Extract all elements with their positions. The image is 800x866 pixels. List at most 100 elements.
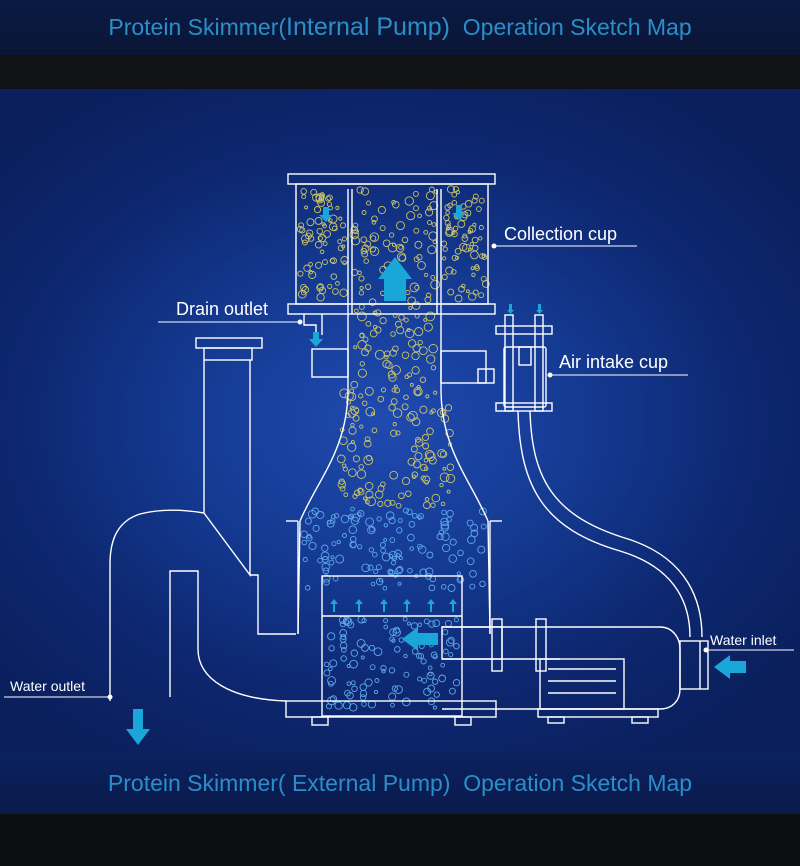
bubble (403, 394, 409, 400)
bubble (382, 239, 391, 247)
bubble (427, 245, 437, 255)
bubble (416, 652, 422, 659)
bubble (359, 689, 368, 698)
bubble (338, 216, 343, 221)
bubble (383, 624, 389, 630)
bubble (419, 376, 427, 383)
air-intake-cup-shape (495, 314, 553, 412)
bubble (380, 665, 387, 672)
bubble (343, 616, 351, 625)
bubble (395, 430, 401, 436)
bubble (408, 305, 413, 311)
bubble (430, 408, 436, 414)
bubble (356, 638, 366, 648)
bubble (441, 532, 450, 541)
bubble (438, 529, 445, 536)
bubble (374, 326, 382, 334)
bubble (448, 687, 456, 695)
bubble (367, 700, 377, 709)
bubble (360, 236, 368, 244)
bubble (405, 289, 411, 296)
bubble (440, 240, 448, 247)
bubble (426, 219, 433, 226)
bubble (405, 328, 415, 339)
bubble (361, 250, 369, 258)
bubble (423, 317, 428, 322)
bubble (396, 252, 407, 262)
bubble (323, 579, 330, 586)
bubble (357, 368, 367, 378)
bubble (382, 359, 391, 369)
bubble (388, 373, 397, 382)
bubble (340, 646, 347, 653)
bubble (371, 215, 378, 223)
bubble (433, 390, 438, 395)
bubble (330, 257, 337, 265)
bubble (454, 247, 462, 255)
bubble (371, 427, 378, 434)
bubble (350, 680, 356, 686)
bubble (308, 261, 313, 267)
bubble (471, 272, 476, 277)
bubble (394, 387, 401, 394)
bubble (411, 366, 420, 375)
bubble (310, 188, 318, 196)
bubble (388, 232, 395, 238)
bubble (349, 659, 358, 669)
bubble (470, 523, 479, 532)
bubble (374, 309, 382, 317)
bubble (394, 646, 401, 653)
bubble (389, 537, 396, 543)
bubble (362, 336, 369, 343)
bubble (413, 256, 420, 263)
bubble (377, 500, 384, 507)
bubble (383, 523, 388, 528)
bubble (341, 463, 347, 468)
bubble (364, 386, 374, 396)
bubble (432, 619, 441, 628)
bubble (377, 485, 385, 493)
bubble (377, 395, 385, 403)
bubble (342, 533, 347, 538)
bubble (350, 649, 358, 657)
bubble (391, 387, 397, 393)
bubble (389, 470, 399, 480)
bubble (410, 445, 418, 453)
bubble (472, 193, 479, 200)
bubble (439, 450, 448, 458)
skimmer-diagram (4, 173, 794, 745)
bubble (420, 658, 427, 665)
bubble (442, 256, 447, 261)
bubble (377, 205, 386, 215)
bubble (452, 185, 459, 193)
bubble (316, 510, 325, 520)
bubble (413, 227, 420, 234)
bubble (361, 617, 367, 624)
bubble (373, 569, 379, 575)
bubble (391, 638, 396, 643)
bubble (343, 492, 349, 498)
bubble (451, 254, 458, 261)
bubble (342, 260, 347, 266)
bubble (354, 407, 360, 413)
bubble (391, 365, 401, 375)
bubble (428, 671, 433, 677)
bubble (302, 557, 308, 563)
bubble (368, 526, 375, 533)
bubble (398, 555, 403, 561)
bubble (389, 499, 396, 506)
bubble (430, 279, 440, 290)
bubble (369, 246, 380, 257)
bubble (442, 246, 448, 252)
bubble (323, 661, 330, 668)
diagram-stage: Collection cup Drain outlet Air intake c… (0, 89, 800, 752)
bubble (316, 284, 324, 292)
bubble (466, 557, 475, 566)
bubble (369, 232, 380, 242)
bubble (364, 678, 373, 687)
bubble (479, 580, 486, 588)
bubble (382, 585, 388, 591)
bubble (392, 628, 401, 637)
bubble (395, 502, 402, 509)
bubble (396, 221, 405, 231)
